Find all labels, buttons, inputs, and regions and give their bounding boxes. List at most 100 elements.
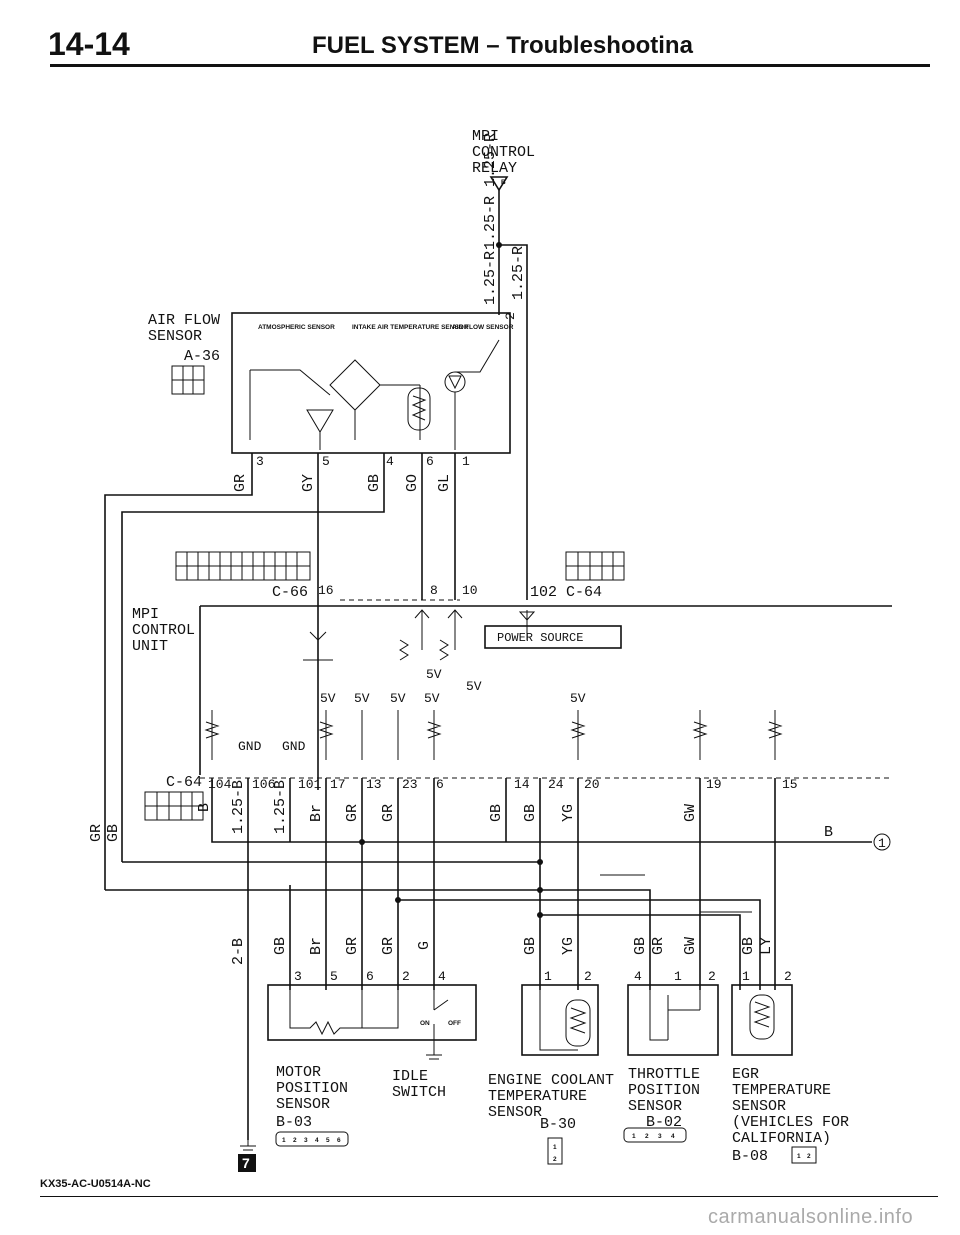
afs-sub-atmospheric: ATMOSPHERIC SENSOR — [258, 324, 335, 331]
mps-pin-6: 6 — [366, 969, 374, 984]
ecu-input-arrows — [414, 609, 536, 621]
afs-label-line-1: AIR FLOW — [148, 312, 220, 329]
ground-symbol-icon — [240, 1140, 256, 1151]
mps-conn-pin-2: 2 — [293, 1137, 297, 1144]
tps-connector-icon — [623, 1127, 687, 1143]
mps-resistor-icon — [289, 990, 399, 1036]
cts-pin-2: 2 — [584, 969, 592, 984]
relay-label-line-1: MPI — [472, 128, 499, 145]
tps-pin-2: 2 — [708, 969, 716, 984]
lower-wire-ly: LY — [758, 937, 775, 955]
mps-label-line-1: MOTOR — [276, 1064, 321, 1081]
ecu-pin-10: 10 — [462, 583, 478, 598]
ecu-wire-label-1-25-b-b: 1.25-B — [272, 780, 289, 834]
air-flow-sensor: AIR FLOW SENSOR A-36 ATMOSPHERIC SENSOR … — [148, 312, 514, 469]
b-wire-label: B — [824, 824, 833, 841]
c66-connector-grid-icon — [176, 552, 310, 580]
idle-switch-off: OFF — [448, 1020, 461, 1027]
ecu-input-arrow-a — [309, 610, 327, 641]
mps-conn-pin-3: 3 — [304, 1137, 308, 1144]
mps-pin-4: 4 — [438, 969, 446, 984]
egr-resistor-icon — [753, 1001, 771, 1028]
c64-grid-icon — [145, 792, 203, 820]
afs-pin-1: 1 — [462, 454, 470, 469]
afs-housing — [231, 312, 511, 454]
splice-e — [359, 839, 365, 845]
egr-label-line-1: EGR — [732, 1066, 759, 1083]
c64-pin-104: 104 — [208, 777, 232, 792]
egr-housing — [731, 984, 793, 1056]
splice-d — [537, 912, 543, 918]
egr-label-line-5: CALIFORNIA) — [732, 1130, 831, 1147]
mpi-control-unit: MPI CONTROL UNIT POWER SOURCE 5V 5V 5V 5… — [132, 605, 892, 779]
egr-pin-2: 2 — [784, 969, 792, 984]
egr-label-line-4: (VEHICLES FOR — [732, 1114, 849, 1131]
tps-conn-pin-2: 2 — [645, 1133, 649, 1140]
afs-wire-label-gr: GR — [232, 474, 249, 492]
afs-wire-label-go: GO — [404, 474, 421, 492]
splice-c — [395, 897, 401, 903]
lower-wire-2-b: 2-B — [230, 938, 247, 965]
mps-housing — [267, 984, 477, 1041]
coolant-temperature-sensor: 1 2 ENGINE COOLANT TEMPERATURE SENSOR B-… — [488, 969, 614, 1165]
mpi-control-relay: MPI CONTROL RELAY B — [472, 128, 535, 192]
ecu-connector-c64: C-64 104 106 101 17 13 23 6 14 24 20 19 … — [144, 774, 798, 821]
mps-pin-5: 5 — [330, 969, 338, 984]
lower-wire-gr-c: GR — [650, 937, 667, 955]
footer-rule — [40, 1196, 938, 1197]
afs-inner-wire-a — [249, 369, 331, 440]
c64-pin-13: 13 — [366, 777, 382, 792]
harness-bus-lines-b — [398, 899, 761, 990]
ecu-connector-c66: C-66 16 8 10 — [175, 551, 478, 601]
footer-code: KX35-AC-U0514A-NC — [40, 1178, 151, 1190]
ecu-volt-4: 5V — [354, 691, 370, 706]
motor-position-sensor: 3 5 6 2 4 MOTOR POSITION SENSOR B-03 1 2… — [267, 969, 477, 1147]
lower-wire-yg: YG — [560, 937, 577, 955]
tps-pin-4: 4 — [634, 969, 642, 984]
cts-conn-pin-1: 1 — [553, 1144, 557, 1151]
ecu-wire-gb — [505, 778, 541, 990]
cts-connector-icon — [547, 1137, 563, 1165]
afs-pin-5: 5 — [322, 454, 330, 469]
page-title: FUEL SYSTEM – Troubleshootina — [312, 32, 693, 59]
ecu-volt-3: 5V — [320, 691, 336, 706]
ecu-label-line-2: CONTROL — [132, 622, 195, 639]
relay-right-wire-label: 1.25-R — [510, 246, 527, 300]
idle-switch: ON OFF IDLE SWITCH — [392, 990, 461, 1101]
ecu-input-lines — [421, 610, 528, 650]
relay-connector-arrow — [489, 176, 509, 192]
relay-wire-right — [499, 244, 528, 600]
egr-label-line-2: TEMPERATURE — [732, 1082, 831, 1099]
ecu-volt-6: 5V — [424, 691, 440, 706]
afs-wire-label-gb: GB — [366, 474, 383, 492]
ecu-label-line-1: MPI — [132, 606, 159, 623]
lower-wire-br: Br — [308, 937, 325, 955]
mps-label-line-3: SENSOR — [276, 1096, 330, 1113]
b-ref-number: 1 — [878, 836, 886, 851]
ecu-wire-b — [211, 778, 540, 843]
lower-wire-gb-b: GB — [522, 937, 539, 955]
c64-pin-15: 15 — [782, 777, 798, 792]
ecu-pin-16: 16 — [318, 583, 334, 598]
lower-wire-gr-b: GR — [380, 937, 397, 955]
ecu-wire-label-b: B — [196, 803, 213, 812]
afs-connector-grid-icon — [172, 366, 204, 394]
splice-a — [537, 859, 543, 865]
throttle-position-sensor: 4 1 2 THROTTLE POSITION SENSOR B-02 1 2 … — [623, 969, 719, 1143]
c64-pin-17: 17 — [330, 777, 346, 792]
ground-ref-number: 7 — [242, 1155, 250, 1171]
afs-pin-4: 4 — [386, 454, 394, 469]
egr-conn-pin-1: 1 — [797, 1153, 801, 1160]
ground-ref-box — [238, 1154, 256, 1172]
egr-pin-1: 1 — [742, 969, 750, 984]
afs-wire-label-gl: GL — [436, 474, 453, 492]
lower-wire-gb-a: GB — [272, 937, 289, 955]
ecu-internal-lines — [211, 710, 776, 760]
power-source-label: POWER SOURCE — [497, 631, 583, 645]
ecu-volt-7: 5V — [570, 691, 586, 706]
mps-pin-3: 3 — [294, 969, 302, 984]
page-header: 14-14 FUEL SYSTEM – Troubleshootina — [0, 0, 960, 70]
cts-thermistor-icon — [565, 999, 591, 1047]
cts-resistor-icon — [539, 990, 587, 1051]
